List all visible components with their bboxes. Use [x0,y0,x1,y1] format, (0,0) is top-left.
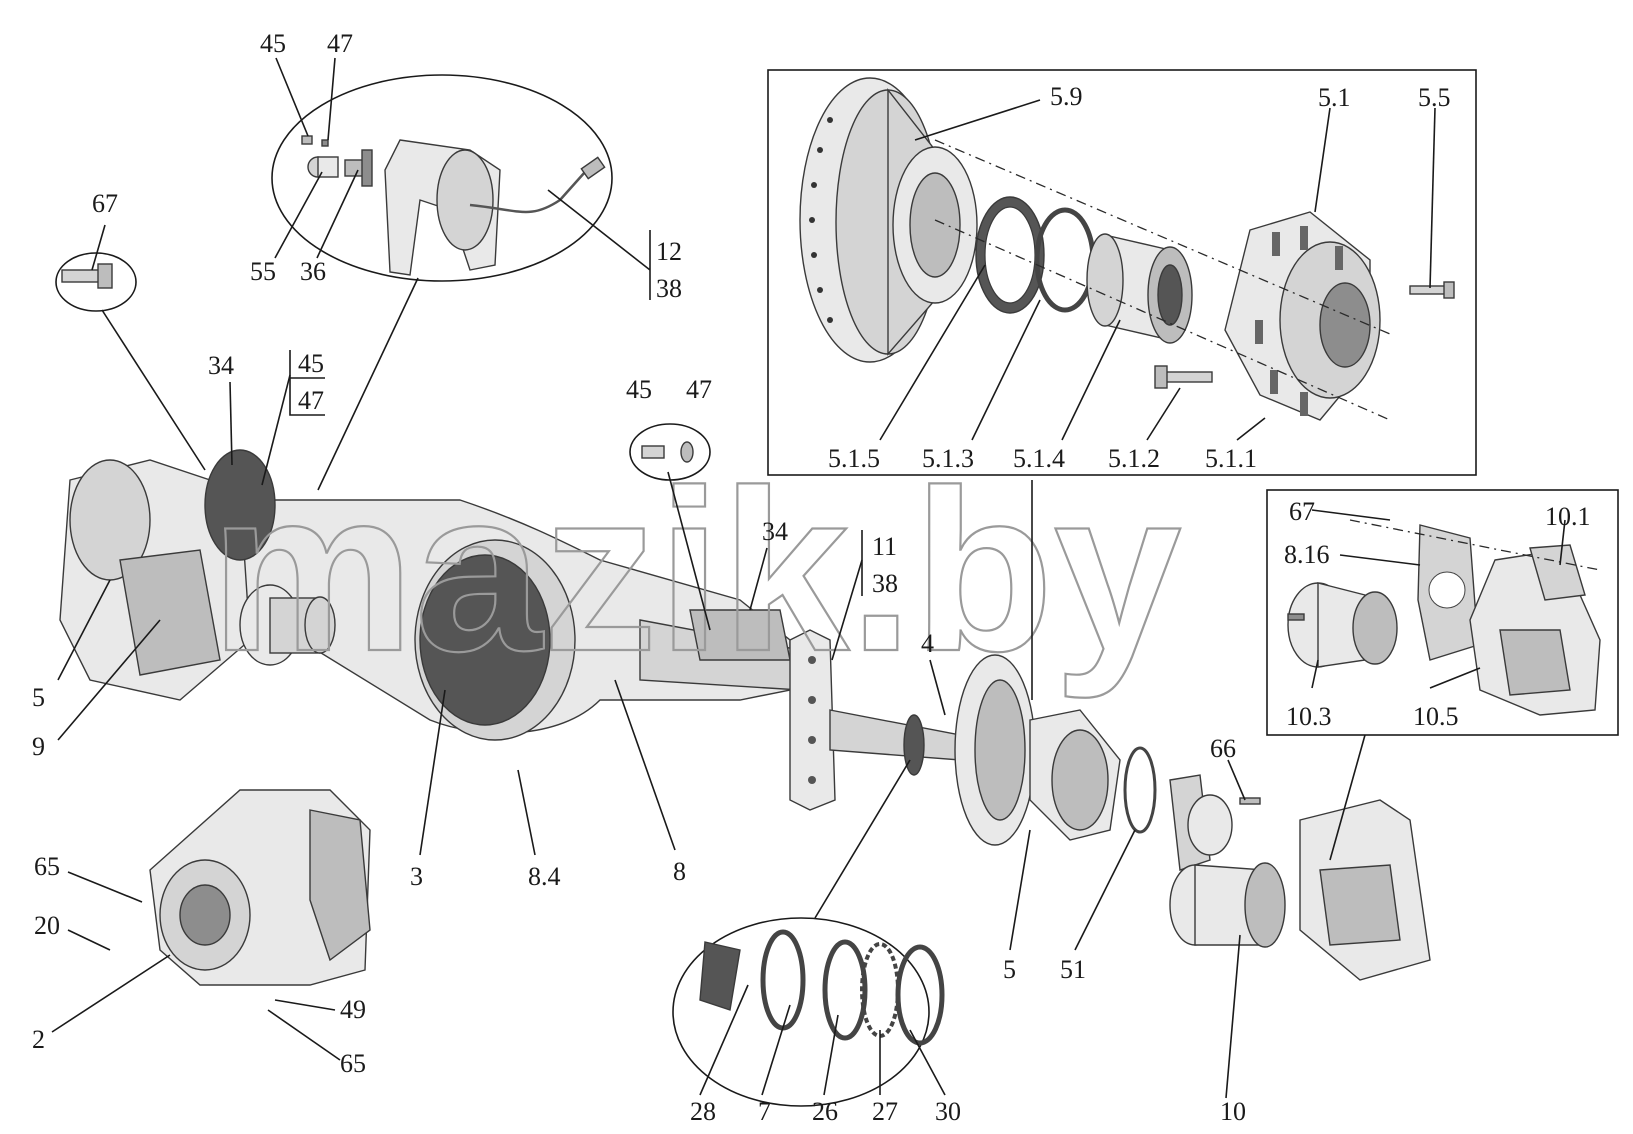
callout-67: 67 [1289,497,1315,526]
bolt-5-5 [1409,281,1455,299]
top-detail-ellipse [271,74,613,282]
differential-2 [149,789,371,986]
pin-36 [344,149,373,187]
callout-10: 10 [1220,1097,1246,1126]
brake-chamber-10-3 [1287,582,1398,668]
callout-5-9: 5.9 [1050,82,1083,111]
callout-5-1-1: 5.1.1 [1205,444,1257,473]
left-wheel-hub-assembly [59,449,336,701]
brake-disc-5-9 [799,77,978,363]
hub-5-1 [1224,211,1381,421]
callout-5: 5 [32,683,45,712]
callout-47: 47 [327,29,353,58]
svg-text:mazik.by: mazik.by [210,442,1182,699]
callout-3: 3 [410,862,423,891]
callout-labels: 45 47 55 36 12 38 67 34 45 47 45 47 34 1… [32,29,1591,1126]
callout-45: 45 [298,349,324,378]
hub-detail-frame [767,69,1477,476]
callout-47: 47 [686,375,712,404]
callout-11: 11 [872,532,897,561]
callout-26: 26 [812,1097,838,1126]
hub-cap [1169,774,1233,871]
callout-12: 12 [656,237,682,266]
anchor-bracket [384,139,501,276]
callout-47: 47 [298,386,324,415]
callout-65: 65 [34,852,60,881]
callout-5-1-5: 5.1.5 [828,444,880,473]
callout-34: 34 [762,517,788,546]
callout-5-1-4: 5.1.4 [1013,444,1065,473]
callout-7: 7 [758,1097,771,1126]
stud-5-1-2 [1154,365,1213,389]
caliper-10-1 [1469,544,1601,716]
callout-28: 28 [690,1097,716,1126]
shim-7 [760,929,806,1031]
callout-65: 65 [340,1049,366,1078]
o-ring-51 [1123,746,1157,834]
bottom-detail-ellipse [672,917,930,1107]
right-flange [789,629,836,811]
callout-5-1: 5.1 [1318,83,1351,112]
callout-38: 38 [656,274,682,303]
shim-26 [822,939,868,1041]
callout-5-5: 5.5 [1418,83,1451,112]
leader-lines [51,57,1566,1099]
bearing-cup-28 [699,941,741,1011]
callout-10-3: 10.3 [1286,702,1332,731]
callout-45: 45 [626,375,652,404]
callout-55: 55 [250,257,276,286]
watermark: mazik.by [209,441,1183,700]
callout-8-16: 8.16 [1284,540,1330,569]
callout-67: 67 [92,189,118,218]
wheel-hub-5 [1029,709,1121,841]
callout-38: 38 [872,569,898,598]
callout-2: 2 [32,1025,45,1054]
nut-30 [895,944,945,1046]
callout-10-1: 10.1 [1545,502,1591,531]
axle-housing-8 [239,499,801,741]
callout-5-1-2: 5.1.2 [1108,444,1160,473]
axle-shaft-4 [829,709,961,761]
bracket-8-16 [1417,524,1479,661]
callout-20: 20 [34,911,60,940]
callout-5-1-3: 5.1.3 [922,444,974,473]
sensor-cable [469,156,606,214]
bolt-45-47-mid [641,441,694,463]
callout-4: 4 [921,629,934,658]
bearing-5-1-4 [1086,233,1193,344]
callout-51: 51 [1060,955,1086,984]
callout-8: 8 [673,857,686,886]
brake-disc-right [954,654,1036,846]
bolt-45-top [301,135,329,147]
callout-9: 9 [32,732,45,761]
bolt-67-left [61,263,113,289]
brake-assembly-10 [1169,799,1431,981]
bolt-66 [1239,797,1261,805]
callout-45: 45 [260,29,286,58]
callout-8-4: 8.4 [528,862,561,891]
callout-34: 34 [208,351,234,380]
callout-5: 5 [1003,955,1016,984]
callout-10-5: 10.5 [1413,702,1459,731]
callout-27: 27 [872,1097,898,1126]
brake-detail-frame [1266,489,1619,736]
bolt-67-ellipse [55,252,137,312]
callout-36: 36 [300,257,326,286]
callout-49: 49 [340,995,366,1024]
bushing-55 [307,156,339,178]
callout-30: 30 [935,1097,961,1126]
ring-seal-stack [903,714,925,776]
snap-ring-5-1-3 [1034,207,1096,313]
seal-5-1-5 [975,196,1045,314]
callout-66: 66 [1210,734,1236,763]
